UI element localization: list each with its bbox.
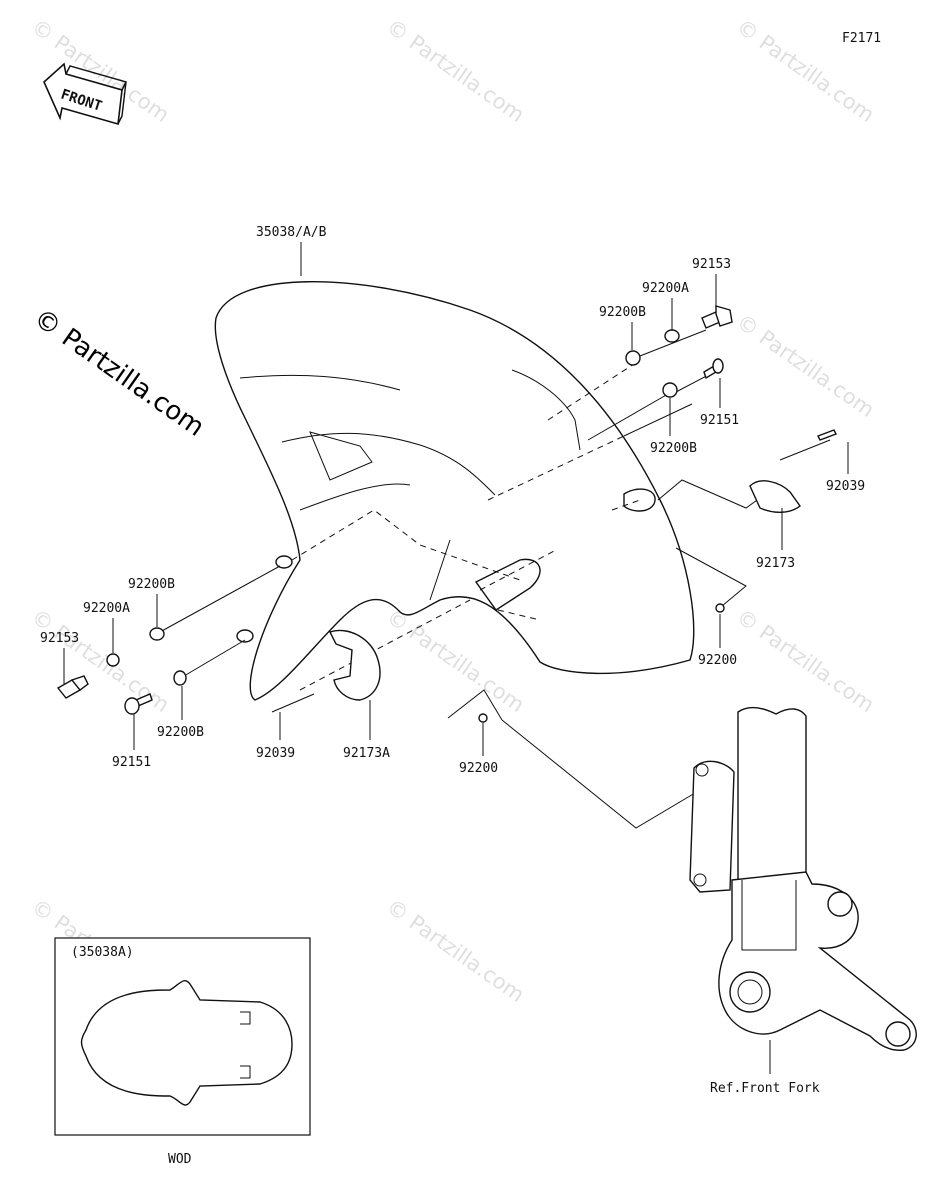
inset-caption: WOD [168, 1152, 192, 1167]
clamp-92173a [329, 629, 381, 701]
watermark: © Partzilla.com [382, 604, 529, 717]
label-92151-upper-right: 92151 [700, 413, 739, 428]
label-ref-front-fork: Ref.Front Fork [710, 1081, 820, 1096]
label-92200b-left: 92200B [128, 577, 175, 592]
label-92039-left: 92039 [256, 746, 295, 761]
screw-92151-right [703, 358, 724, 380]
clamp-92173 [749, 480, 801, 513]
label-92153-left: 92153 [40, 631, 79, 646]
watermark: © Partzilla.com [732, 604, 879, 717]
inset-title: (35038A) [71, 945, 134, 960]
mount-hole [275, 555, 293, 569]
label-92200b-left-lower: 92200B [157, 725, 204, 740]
watermark: © Partzilla.com [382, 14, 529, 127]
diagram-id: F2171 [842, 31, 881, 46]
mount-hole [236, 629, 254, 643]
front-fender [214, 281, 695, 701]
washer-a [664, 329, 680, 343]
grommet-92200-right [715, 603, 725, 613]
bolt-92153-left [56, 675, 89, 699]
label-35038: 35038/A/B [256, 225, 327, 240]
front-fork [689, 706, 917, 1074]
label-92200b-upper-right: 92200B [599, 305, 646, 320]
label-ticks [63, 274, 849, 756]
label-92173a: 92173A [343, 746, 390, 761]
label-92200a-left: 92200A [83, 601, 130, 616]
watermark: © Partzilla.com [382, 894, 529, 1007]
washer-b-mid [662, 382, 678, 398]
hardware-left [56, 627, 488, 723]
screw-92151-left [124, 693, 153, 715]
watermark-prominent: © Partzilla.com [28, 303, 210, 443]
label-92200a-upper-right: 92200A [642, 281, 689, 296]
grommet-92200-center [478, 713, 488, 723]
hardware-upper-right [625, 305, 837, 613]
cable-pin-right [817, 429, 837, 441]
label-92200b-right-mid: 92200B [650, 441, 697, 456]
label-92173: 92173 [756, 556, 795, 571]
watermark: © Partzilla.com [732, 309, 879, 422]
bolt-92153-right [701, 305, 733, 329]
washer-a-left [106, 653, 120, 667]
washer-b [625, 350, 641, 366]
part-labels: 35038/A/B 92153 92200A 92200B 92151 9220… [40, 225, 865, 1167]
inset-35038a [54, 937, 311, 1136]
label-92039-right: 92039 [826, 479, 865, 494]
label-92200-right: 92200 [698, 653, 737, 668]
washer-b-left-lower [173, 670, 187, 686]
label-92151-left: 92151 [112, 755, 151, 770]
label-92200-center: 92200 [459, 761, 498, 776]
cable-pin-left [271, 693, 315, 713]
washer-b-left [149, 627, 165, 641]
label-92153-upper-right: 92153 [692, 257, 731, 272]
